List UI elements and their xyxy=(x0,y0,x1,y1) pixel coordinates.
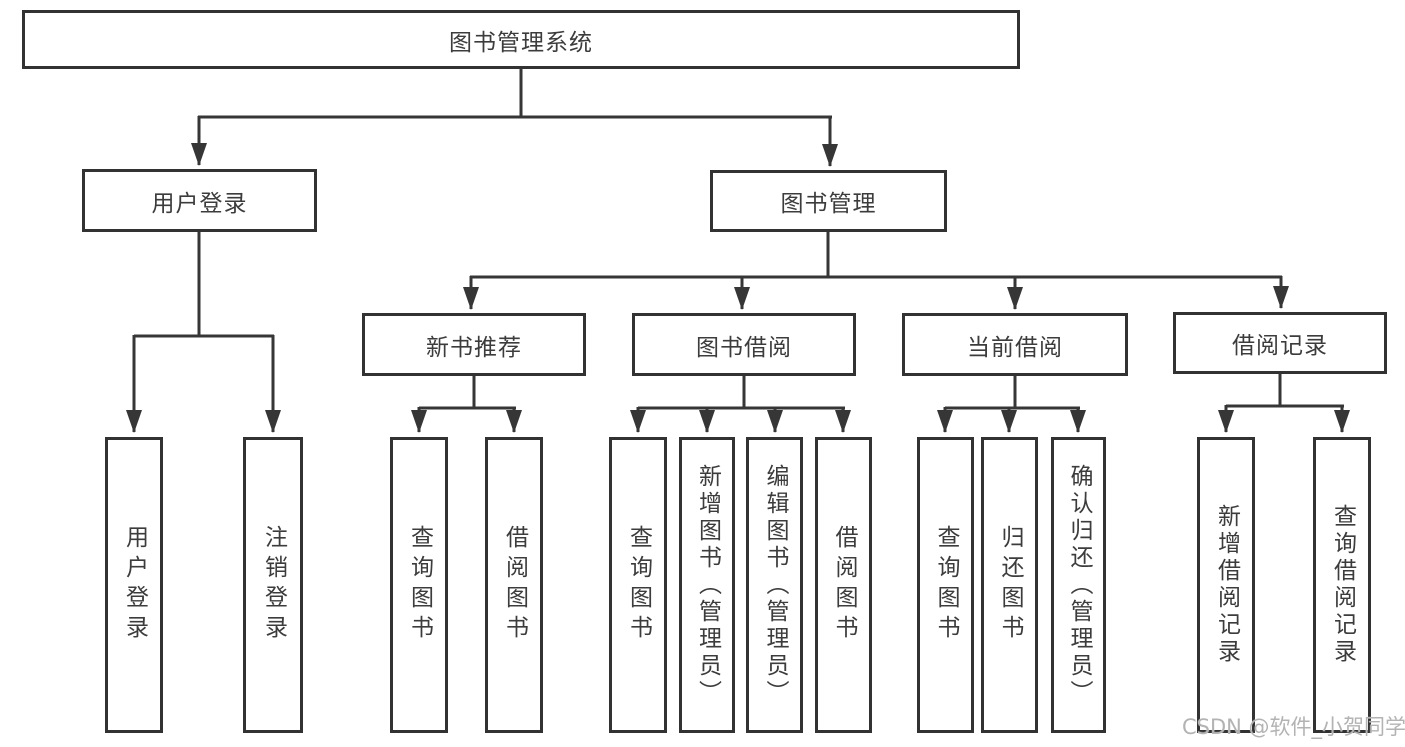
leaf-return-book-label: 归还图书 xyxy=(997,525,1023,645)
leaf-user-login-label: 用户登录 xyxy=(121,525,148,645)
leaf-logout-label: 注销登录 xyxy=(260,525,287,645)
leaf-borrow-books-label: 借阅图书 xyxy=(831,525,857,645)
leaf-confirm-return-admin: 确认归还（管理员） xyxy=(1051,437,1106,733)
node-book-management-label: 图书管理 xyxy=(780,191,877,217)
leaf-query-borrow-record: 查询借阅记录 xyxy=(1313,437,1371,733)
node-book-management: 图书管理 xyxy=(710,170,947,232)
leaf-query-books-current-label: 查询图书 xyxy=(933,525,959,645)
leaf-logout: 注销登录 xyxy=(243,437,303,733)
node-book-borrowing: 图书借阅 xyxy=(632,313,856,376)
node-borrowing-records: 借阅记录 xyxy=(1173,312,1387,374)
leaf-query-books-borrowing-label: 查询图书 xyxy=(625,525,652,645)
leaf-borrow-books-recommend-label: 借阅图书 xyxy=(501,525,528,645)
node-current-borrowing-label: 当前借阅 xyxy=(967,334,1063,361)
node-root-system: 图书管理系统 xyxy=(22,10,1020,69)
leaf-add-book-admin-label: 新增图书（管理员） xyxy=(694,463,721,707)
leaf-add-book-admin: 新增图书（管理员） xyxy=(679,437,735,733)
leaf-add-borrow-record-label: 新增借阅记录 xyxy=(1213,504,1240,666)
leaf-user-login: 用户登录 xyxy=(105,437,163,733)
leaf-borrow-books-recommend: 借阅图书 xyxy=(485,437,543,733)
leaf-add-borrow-record: 新增借阅记录 xyxy=(1197,437,1255,733)
leaf-borrow-books: 借阅图书 xyxy=(815,437,872,733)
leaf-query-books-recommend-label: 查询图书 xyxy=(406,525,433,645)
node-user-login-label: 用户登录 xyxy=(151,190,248,217)
leaf-query-borrow-record-label: 查询借阅记录 xyxy=(1329,504,1356,666)
node-current-borrowing: 当前借阅 xyxy=(902,313,1128,376)
leaf-confirm-return-admin-label: 确认归还（管理员） xyxy=(1066,463,1092,707)
leaf-edit-book-admin-label: 编辑图书（管理员） xyxy=(762,463,788,707)
node-new-book-recommend: 新书推荐 xyxy=(362,313,586,376)
node-root-label: 图书管理系统 xyxy=(449,29,593,56)
leaf-return-book: 归还图书 xyxy=(981,437,1038,733)
node-new-book-recommend-label: 新书推荐 xyxy=(426,334,522,361)
node-book-borrowing-label: 图书借阅 xyxy=(696,334,792,361)
leaf-query-books-current: 查询图书 xyxy=(917,437,974,733)
csdn-watermark: CSDN @软件_小贺同学 xyxy=(1182,715,1405,739)
leaf-edit-book-admin: 编辑图书（管理员） xyxy=(746,437,803,733)
node-borrowing-records-label: 借阅记录 xyxy=(1232,333,1328,359)
node-user-login: 用户登录 xyxy=(82,169,317,232)
leaf-query-books-borrowing: 查询图书 xyxy=(609,437,667,733)
leaf-query-books-recommend: 查询图书 xyxy=(390,437,448,733)
